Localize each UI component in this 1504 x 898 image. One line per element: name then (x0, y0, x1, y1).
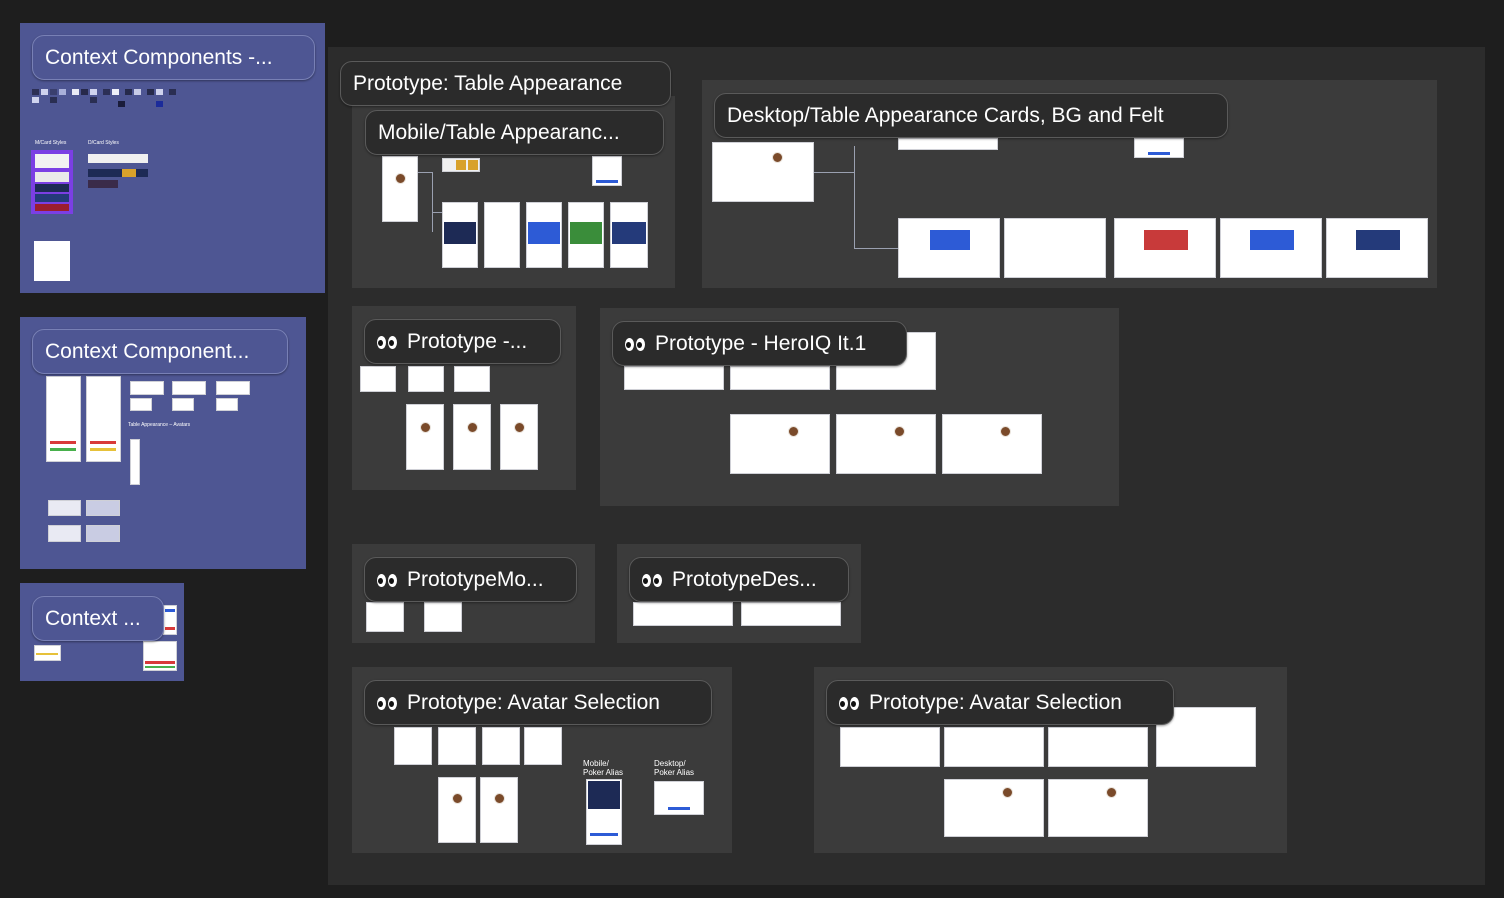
avatar-grid-row (394, 727, 564, 765)
desktop-screen-mock (1048, 727, 1148, 767)
color-bar (90, 448, 116, 451)
eyes-icon (642, 569, 664, 590)
color-bar (50, 448, 76, 451)
color-token-row (32, 89, 177, 107)
screen-mock (741, 602, 841, 626)
desktop-screen-mock (712, 142, 814, 202)
desktop-screen-mock (944, 727, 1044, 767)
table-appearance-avatars-label: Table Appearance – Avatars (128, 422, 191, 428)
prototype-mobile-label: PrototypeMo... (407, 568, 544, 591)
screen-mock (500, 404, 538, 470)
prototype-small-frame[interactable] (352, 306, 576, 490)
prototype-heroiq-label: Prototype - HeroIQ It.1 (655, 332, 867, 355)
prototype-small-title[interactable]: Prototype -... (364, 319, 561, 364)
screen-mock (406, 404, 444, 470)
desktop-screen-mock (624, 366, 724, 390)
screen-mock (424, 602, 462, 632)
prototype-avatar-selection-title-1[interactable]: Prototype: Avatar Selection (364, 680, 712, 725)
settings-list-mock (46, 376, 81, 462)
color-bar (90, 441, 116, 444)
screen-mock (360, 366, 396, 392)
dialog-mock (48, 500, 81, 516)
desktop-poker-alias-label: Desktop/ Poker Alias (654, 759, 695, 777)
screen-mock (453, 404, 491, 470)
screen-mock (366, 602, 404, 632)
screen-mock (454, 366, 490, 392)
eyes-icon (839, 692, 861, 713)
card-styles-desktop-block (88, 154, 150, 190)
screen-mock (480, 777, 518, 843)
desktop-screens-row (898, 218, 1428, 278)
prototype-avatar-label-1: Prototype: Avatar Selection (407, 691, 660, 714)
desktop-screen-mock (840, 727, 940, 767)
desktop-table-appearance-frame[interactable] (702, 80, 1437, 288)
mobile-screen-mock (382, 156, 418, 222)
context-components-title-3[interactable]: Context ... (32, 596, 164, 641)
desktop-screen-mock (942, 414, 1042, 474)
settings-list-mock (86, 376, 121, 462)
mobile-screens-row (442, 202, 648, 268)
prototype-desktop-label: PrototypeDes... (672, 568, 817, 591)
white-list-panel (34, 241, 70, 281)
prototype-small-label: Prototype -... (407, 330, 528, 353)
desktop-screen-mock (730, 414, 830, 474)
prototype-heroiq-title[interactable]: Prototype - HeroIQ It.1 (612, 321, 907, 366)
mobile-poker-alias-label: Mobile/ Poker Alias (583, 759, 624, 777)
desktop-screen-mock (730, 366, 830, 390)
context-components-title-2[interactable]: Context Component... (32, 329, 288, 374)
desktop-screen-mock (1048, 779, 1148, 837)
eyes-icon (377, 331, 399, 352)
color-bar (50, 441, 76, 444)
avatar-grid (130, 381, 250, 413)
desktop-dialog-mock (1134, 138, 1184, 158)
prototype-desktop-title[interactable]: PrototypeDes... (629, 557, 849, 602)
dialog-mock (86, 525, 120, 542)
eyes-icon (377, 569, 399, 590)
dialog-mock (48, 525, 81, 542)
context-components-title-1[interactable]: Context Components -... (32, 35, 315, 80)
card-styles-mobile-block (31, 150, 73, 214)
avatar-column (130, 439, 140, 485)
screen-mock (408, 366, 444, 392)
eyes-icon (625, 333, 647, 354)
dialog-mock (86, 500, 120, 516)
desktop-dialog-mock (898, 138, 998, 150)
mobile-table-appearance-title[interactable]: Mobile/Table Appearanc... (365, 110, 664, 155)
prototype-table-appearance-title[interactable]: Prototype: Table Appearance (340, 61, 671, 106)
screen-mock (438, 777, 476, 843)
dcard-styles-label: D/Card Styles (88, 140, 119, 146)
prototype-mobile-title[interactable]: PrototypeMo... (364, 557, 577, 602)
screen-mock (633, 602, 733, 626)
eyes-icon (377, 692, 399, 713)
desktop-screen-mock (836, 414, 936, 474)
desktop-table-appearance-title[interactable]: Desktop/Table Appearance Cards, BG and F… (714, 93, 1228, 138)
prototype-avatar-label-2: Prototype: Avatar Selection (869, 691, 1122, 714)
desktop-screen-mock (944, 779, 1044, 837)
mcard-styles-label: M/Card Styles (35, 140, 67, 146)
prototype-avatar-selection-title-2[interactable]: Prototype: Avatar Selection (826, 680, 1174, 725)
